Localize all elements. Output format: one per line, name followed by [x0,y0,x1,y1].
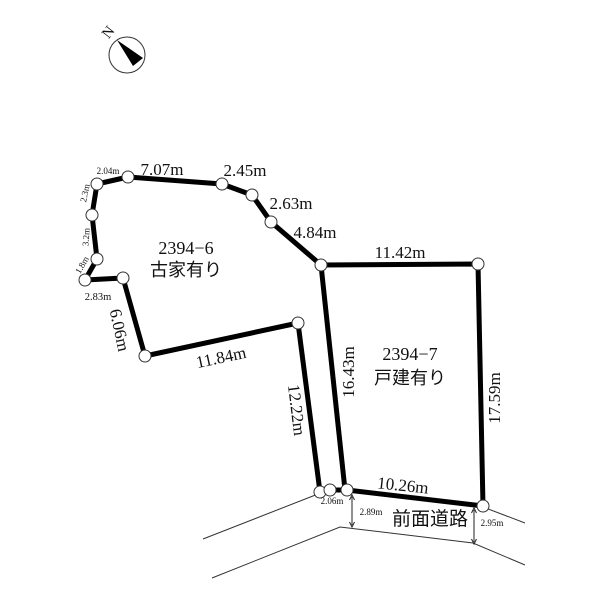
road-label: 前面道路 [392,508,468,530]
outer-boundary [82,174,486,509]
road-width-right: 2.95m [481,518,504,528]
dim-left-step: 2.83m [85,292,112,303]
dim-pole-frontage: 2.06m [321,496,344,506]
boundary-marker-icon [116,271,130,285]
lot-number: 2394−7 [382,344,437,364]
road-width-arrows [349,493,477,546]
boundary-marker-icon [215,177,229,191]
dim-left-down: 6.06m [106,307,134,353]
dim-lot7-top: 11.42m [375,243,426,262]
boundary-marker-icon [264,215,278,229]
road-width-left: 2.89m [360,507,383,517]
dim-pole-right: 16.43m [339,346,358,397]
boundary-marker-icon [138,349,152,363]
boundary-marker-icon [340,483,354,497]
lot-number: 2394−6 [158,238,213,258]
boundary-marker-icon [291,316,305,330]
arrowhead-icon [349,521,355,529]
road-edge-lower [211,526,526,579]
boundary-marker-icon [314,258,328,272]
shared-boundary-16-43 [318,262,348,493]
boundary-marker-icon [471,257,485,271]
lot-2394-6-label: 2394−6 古家有り [150,238,222,280]
road-edge-upper-left [202,493,319,540]
north-arrow-icon [117,40,143,66]
boundary-marker-icon [121,170,135,184]
boundary-marker-icon [245,188,259,202]
compass: N [99,23,146,74]
boundary-markers [78,170,490,513]
lot-note: 古家有り [150,260,222,280]
arrowhead-icon [349,493,355,501]
road-edge-upper-right [482,506,526,524]
dim-diag-1: 2.63m [270,194,313,213]
road-edges [202,493,526,579]
dim-left-2: 3.2m [80,228,91,247]
dim-lot6-bottom: 11.84m [194,343,248,372]
dim-lot7-right: 17.59m [485,372,504,423]
dim-top-long: 7.07m [141,160,184,179]
dim-top-right: 2.45m [224,161,267,180]
north-letter: N [99,23,118,42]
lot-2394-7-label: 2394−7 戸建有り [374,344,446,388]
boundary-marker-icon [476,499,490,513]
dim-top-left-short: 2.04m [97,166,120,176]
boundary-marker-icon [85,208,99,222]
lot-boundaries [82,174,486,509]
arrowhead-icon [471,506,477,514]
dim-diag-2: 4.84m [294,223,337,242]
dim-left-1: 2.3m [78,183,92,203]
boundary-marker-icon [78,273,92,287]
boundary-marker-icon [323,483,337,497]
lot-note: 戸建有り [374,368,446,388]
arrowhead-icon [471,538,477,546]
boundary-marker-icon [90,252,104,266]
boundary-marker-icon [90,177,104,191]
